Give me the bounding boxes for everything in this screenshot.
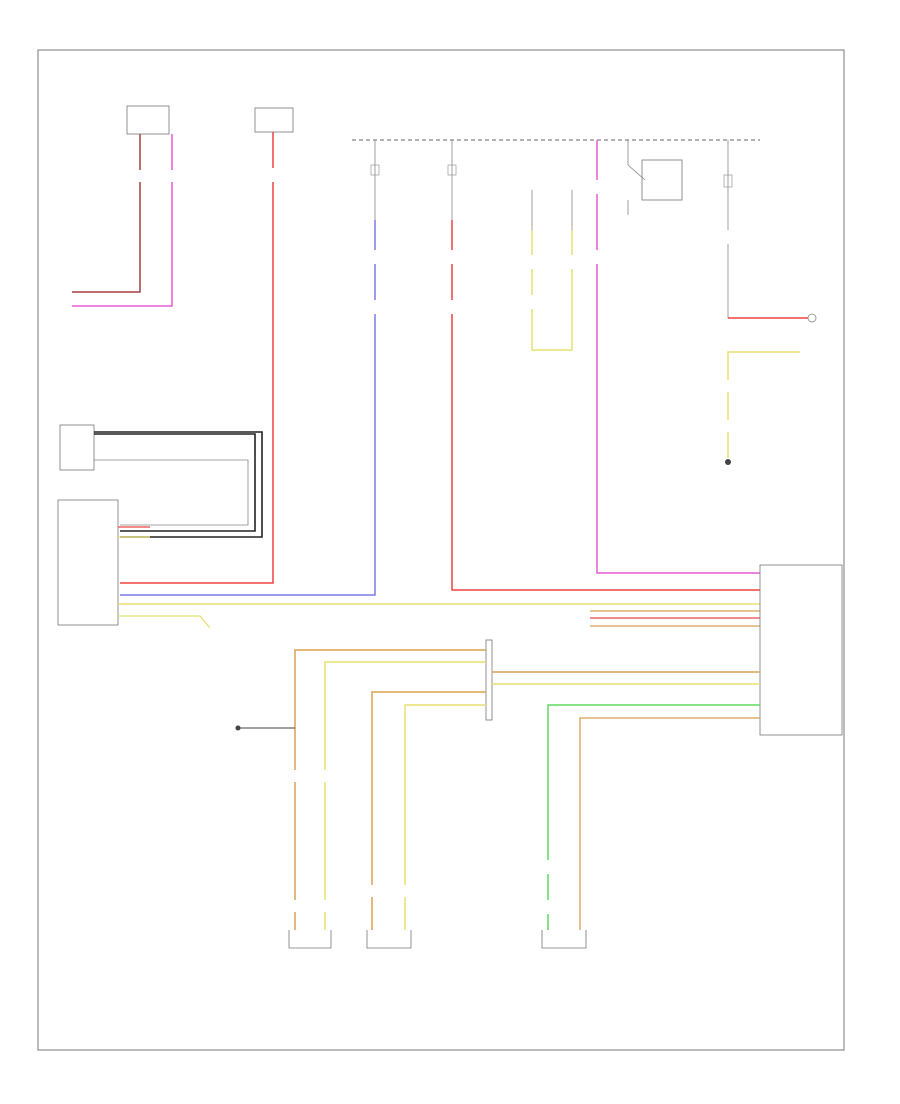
connector-gap xyxy=(291,900,299,912)
orange-wire-sensor3 xyxy=(579,717,760,930)
blue-wire xyxy=(120,220,376,596)
gray-wire-1 xyxy=(94,459,249,526)
coolant-fan-control-box xyxy=(57,499,119,626)
fuse-box-top xyxy=(254,107,294,133)
dark-red-wire xyxy=(72,134,141,293)
black-wire-2 xyxy=(94,433,256,532)
ground-right-symbol xyxy=(725,459,731,465)
relay-switch-symbol xyxy=(627,140,646,215)
sensor-3-box xyxy=(541,930,587,949)
connector-gap xyxy=(544,860,552,874)
sensor-1-box xyxy=(288,930,332,949)
red-wire-left xyxy=(120,132,274,584)
connector-gap xyxy=(368,885,376,897)
connector-gap xyxy=(568,255,576,269)
connector-gap xyxy=(168,170,176,182)
yellow-wire-sensor1 xyxy=(324,661,486,930)
pink-wire-left xyxy=(72,134,173,307)
red-wire-center xyxy=(451,220,760,591)
engine-control-box xyxy=(759,564,843,736)
yellow-ground-wire xyxy=(118,615,211,629)
green-wire-sensor3 xyxy=(547,704,760,930)
connector-gap xyxy=(593,180,601,194)
connector-gap xyxy=(528,295,536,309)
connector-gap xyxy=(291,770,299,782)
connector-gap xyxy=(401,885,409,897)
yellow-loop-stubs xyxy=(531,190,573,230)
yellow-loop-wire xyxy=(531,230,573,351)
fuse-element xyxy=(723,174,733,188)
connector-gap xyxy=(724,230,732,244)
cooling-fan-switch-box xyxy=(59,424,95,471)
connector-gap xyxy=(269,168,277,182)
fuse-element xyxy=(447,164,457,176)
connector-gap xyxy=(321,770,329,782)
connector-gap xyxy=(448,250,456,264)
connector-gap xyxy=(371,250,379,264)
connector-gap xyxy=(544,900,552,914)
yellow-wire-sensor2 xyxy=(404,704,486,930)
connector-gap xyxy=(371,300,379,314)
connector-gap xyxy=(321,900,329,912)
orange-wire-sensor1 xyxy=(294,649,486,930)
pink-wire-right xyxy=(596,140,760,574)
yellow-wire-right xyxy=(727,351,800,458)
diagram-frame xyxy=(37,49,845,1051)
sensor-2-box xyxy=(366,930,412,949)
connector-gap xyxy=(724,380,732,392)
connector-gap xyxy=(724,420,732,432)
sensor-center-bar xyxy=(485,639,493,721)
relay-box xyxy=(126,105,170,135)
ground-small-symbol xyxy=(235,725,241,731)
connector-gap xyxy=(593,250,601,264)
black-wire-1 xyxy=(94,431,263,538)
orange-wire-sensor2 xyxy=(371,691,486,930)
connector-gap xyxy=(136,170,144,182)
connector-gap xyxy=(528,255,536,269)
relay-box-right xyxy=(641,159,683,201)
connector-right-symbol xyxy=(807,313,817,323)
fuse-element xyxy=(370,164,380,176)
connector-gap xyxy=(448,300,456,314)
